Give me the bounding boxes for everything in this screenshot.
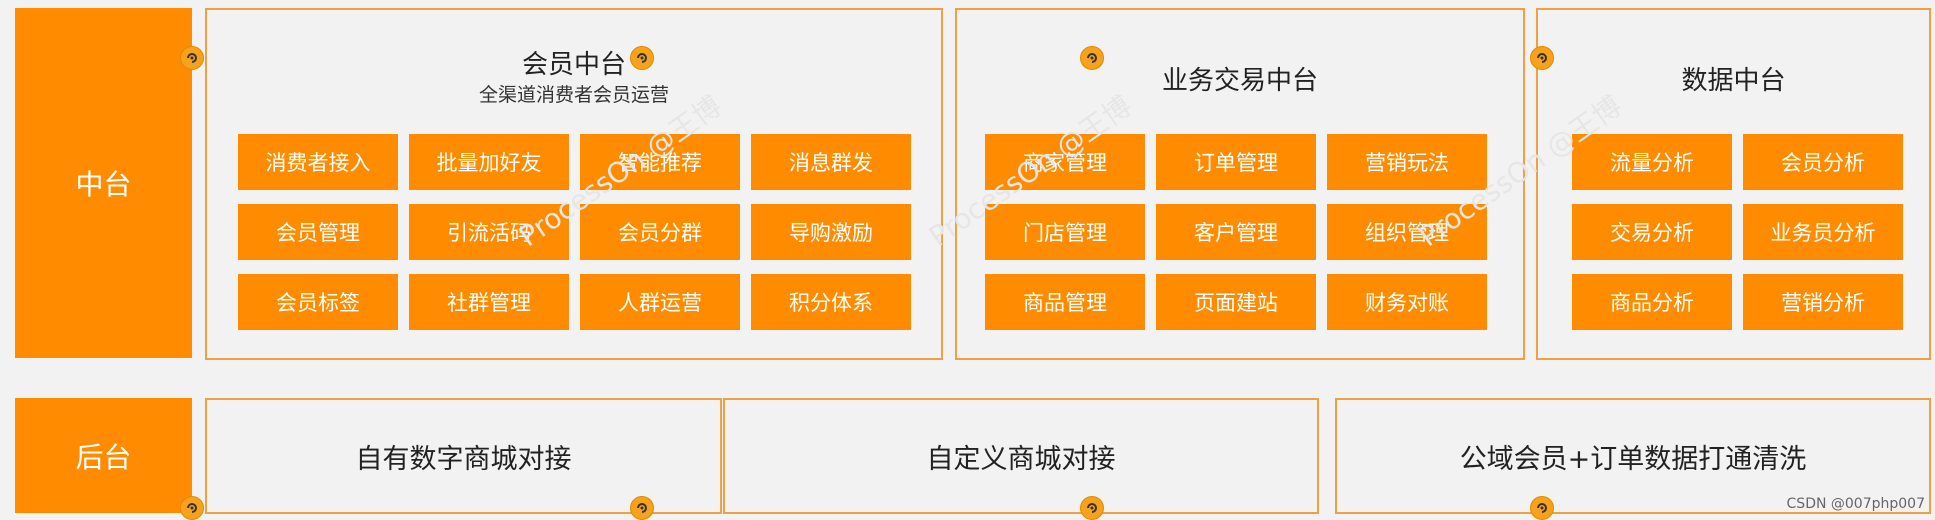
tile-member-10[interactable]: 社群管理 [409, 274, 569, 330]
link-badge-icon [1080, 496, 1104, 520]
backend-custom-mall-label: 自定义商城对接 [926, 443, 1116, 475]
tile-trade-4[interactable]: 门店管理 [985, 204, 1145, 260]
tile-member-9[interactable]: 会员标签 [238, 274, 398, 330]
tile-member-4[interactable]: 消息群发 [751, 134, 911, 190]
row-label-back-text: 后台 [75, 440, 132, 474]
panel-member-title: 会员中台 [521, 50, 626, 80]
tile-trade-6[interactable]: 组织管理 [1327, 204, 1487, 260]
tile-data-6[interactable]: 营销分析 [1743, 274, 1903, 330]
row-label-middle: 中台 [15, 8, 192, 358]
panel-member-subtitle: 全渠道消费者会员运营 [478, 84, 669, 106]
tile-member-7[interactable]: 会员分群 [580, 204, 740, 260]
backend-self-mall-label: 自有数字商城对接 [355, 443, 572, 475]
panel-member-grid: 消费者接入 批量加好友 智能推荐 消息群发 会员管理 引流活码 会员分群 导购激… [238, 134, 911, 330]
tile-member-2[interactable]: 批量加好友 [409, 134, 569, 190]
tile-trade-1[interactable]: 商家管理 [985, 134, 1145, 190]
link-badge-icon [180, 46, 204, 70]
tile-member-1[interactable]: 消费者接入 [238, 134, 398, 190]
tile-data-4[interactable]: 业务员分析 [1743, 204, 1903, 260]
panel-data: 数据中台 流量分析 会员分析 交易分析 业务员分析 商品分析 营销分析 [1536, 8, 1931, 360]
link-badge-icon [1530, 46, 1554, 70]
panel-member: 会员中台 全渠道消费者会员运营 消费者接入 批量加好友 智能推荐 消息群发 会员… [205, 8, 943, 360]
tile-data-2[interactable]: 会员分析 [1743, 134, 1903, 190]
panel-trade-title: 业务交易中台 [1161, 66, 1318, 96]
panel-backend-self-mall[interactable]: 自有数字商城对接 [205, 398, 722, 514]
link-badge-icon [1080, 46, 1104, 70]
tile-trade-2[interactable]: 订单管理 [1156, 134, 1316, 190]
tile-trade-8[interactable]: 页面建站 [1156, 274, 1316, 330]
tile-data-3[interactable]: 交易分析 [1572, 204, 1732, 260]
panel-backend-public-cleanse[interactable]: 公域会员+订单数据打通清洗 [1335, 398, 1931, 514]
link-badge-icon [630, 496, 654, 520]
row-label-back: 后台 [15, 398, 192, 513]
link-badge-icon [630, 46, 654, 70]
tile-trade-3[interactable]: 营销玩法 [1327, 134, 1487, 190]
tile-data-5[interactable]: 商品分析 [1572, 274, 1732, 330]
backend-public-cleanse-label: 公域会员+订单数据打通清洗 [1459, 443, 1807, 475]
tile-member-5[interactable]: 会员管理 [238, 204, 398, 260]
tile-trade-7[interactable]: 商品管理 [985, 274, 1145, 330]
tile-member-11[interactable]: 人群运营 [580, 274, 740, 330]
row-label-middle-text: 中台 [75, 168, 132, 201]
tile-member-12[interactable]: 积分体系 [751, 274, 911, 330]
tile-member-8[interactable]: 导购激励 [751, 204, 911, 260]
link-badge-icon [180, 496, 204, 520]
panel-trade-grid: 商家管理 订单管理 营销玩法 门店管理 客户管理 组织管理 商品管理 页面建站 … [985, 134, 1487, 330]
link-badge-icon [1530, 496, 1554, 520]
tile-member-6[interactable]: 引流活码 [409, 204, 569, 260]
panel-data-grid: 流量分析 会员分析 交易分析 业务员分析 商品分析 营销分析 [1572, 134, 1903, 330]
tile-trade-5[interactable]: 客户管理 [1156, 204, 1316, 260]
tile-trade-9[interactable]: 财务对账 [1327, 274, 1487, 330]
credit-text: CSDN @007php007 [1786, 496, 1925, 512]
tile-member-3[interactable]: 智能推荐 [580, 134, 740, 190]
panel-trade: 业务交易中台 商家管理 订单管理 营销玩法 门店管理 客户管理 组织管理 商品管… [955, 8, 1525, 360]
panel-backend-custom-mall[interactable]: 自定义商城对接 [723, 398, 1319, 514]
tile-data-1[interactable]: 流量分析 [1572, 134, 1732, 190]
panel-data-title: 数据中台 [1681, 66, 1786, 96]
